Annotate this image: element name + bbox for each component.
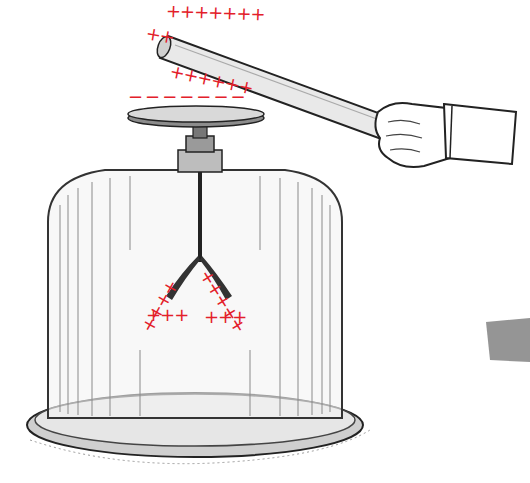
jar-hatching	[60, 176, 330, 416]
hand-fingers	[386, 120, 422, 152]
positive-charge: +++++++	[166, 2, 265, 23]
cuff-edge	[450, 106, 452, 158]
photo-fragment	[486, 318, 530, 362]
negative-charge: −−−−−−−	[128, 88, 248, 106]
positive-charge: ++	[144, 24, 175, 47]
metal-plate-top	[128, 106, 264, 122]
bell-jar	[48, 170, 342, 418]
jar-stopper	[178, 150, 222, 172]
positive-charge: +++	[204, 308, 246, 326]
hand	[375, 103, 450, 167]
positive-charge: +++	[146, 306, 188, 324]
inner-rod	[198, 172, 202, 262]
ground-shade	[30, 430, 370, 464]
shirt-cuff	[444, 104, 516, 164]
